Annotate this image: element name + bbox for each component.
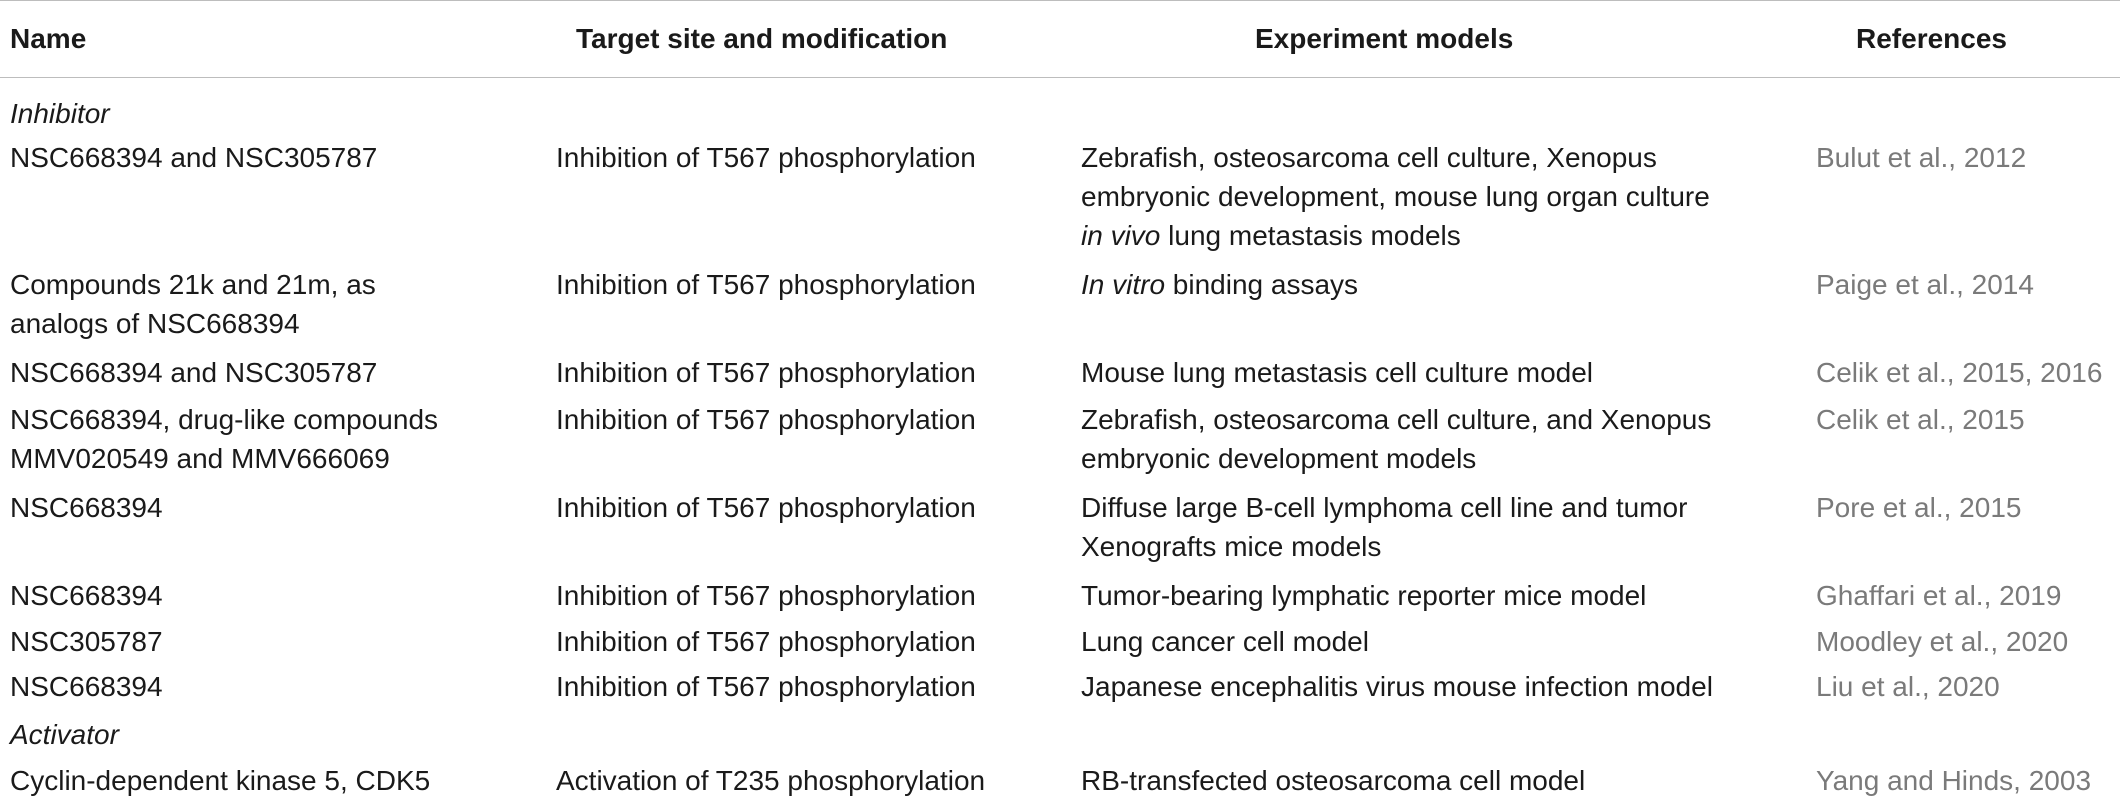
cell-reference[interactable]: Yang and Hinds, 2003 [1816, 765, 2092, 796]
cell-target: Inhibition of T567 phosphorylation [556, 404, 976, 435]
header-references: References [1856, 23, 2007, 54]
italic-term: in vivo [1081, 220, 1161, 251]
cell-name: NSC668394 [10, 488, 530, 527]
cell-models: In vitro binding assays [1081, 265, 1741, 304]
cell-reference[interactable]: Liu et al., 2020 [1816, 671, 2000, 702]
cell-reference[interactable]: Celik et al., 2015, 2016 [1816, 357, 2103, 388]
cell-target: Inhibition of T567 phosphorylation [556, 357, 976, 388]
cell-target: Activation of T235 phosphorylation [556, 765, 986, 796]
cell-models: Mouse lung metastasis cell culture model [1081, 353, 1741, 392]
cell-name: NSC305787 [10, 622, 530, 661]
cell-target: Inhibition of T567 phosphorylation [556, 626, 976, 657]
cell-name: NSC668394, drug-like compounds MMV020549… [10, 400, 530, 478]
cell-reference[interactable]: Moodley et al., 2020 [1816, 626, 2069, 657]
cell-target: Inhibition of T567 phosphorylation [556, 580, 976, 611]
cell-reference[interactable]: Pore et al., 2015 [1816, 492, 2022, 523]
models-text: lung metastasis models [1160, 220, 1461, 251]
cell-models-line: Diffuse large B-cell lymphoma cell line … [1081, 492, 1688, 523]
cell-target: Inhibition of T567 phosphorylation [556, 492, 976, 523]
cell-name: NSC668394 [10, 576, 530, 615]
cell-models-line: Xenografts mice models [1081, 531, 1382, 562]
cell-models-line: Tumor-bearing lymphatic reporter mice mo… [1081, 580, 1647, 611]
cell-reference[interactable]: Bulut et al., 2012 [1816, 142, 2027, 173]
cell-name-line: NSC668394 [10, 580, 163, 611]
cell-name-line: Compounds 21k and 21m, as [10, 269, 376, 300]
cell-target: Inhibition of T567 phosphorylation [556, 269, 976, 300]
cell-name: NSC668394 and NSC305787 [10, 138, 530, 177]
cell-models-line: embryonic development, mouse lung organ … [1081, 181, 1710, 212]
cell-models-line: In vitro binding assays [1081, 265, 1741, 304]
cell-target: Inhibition of T567 phosphorylation [556, 671, 976, 702]
cell-models-line: Japanese encephalitis virus mouse infect… [1081, 671, 1713, 702]
cell-name-line: analogs of NSC668394 [10, 308, 300, 339]
cell-name-line: NSC668394 [10, 671, 163, 702]
header-target: Target site and modification [576, 23, 948, 54]
cell-name-line: NSC305787 [10, 626, 163, 657]
cell-name: Cyclin-dependent kinase 5, CDK5 [10, 761, 530, 800]
cell-reference[interactable]: Paige et al., 2014 [1816, 269, 2034, 300]
cell-models-line: in vivo lung metastasis models [1081, 216, 1741, 255]
models-text: binding assays [1165, 269, 1359, 300]
cell-models: Zebrafish, osteosarcoma cell culture, an… [1081, 400, 1741, 478]
cell-name-line: NSC668394 and NSC305787 [10, 142, 378, 173]
cell-name: NSC668394 and NSC305787 [10, 353, 530, 392]
cell-models: Lung cancer cell model [1081, 622, 1741, 661]
cell-models-line: Mouse lung metastasis cell culture model [1081, 357, 1594, 388]
cell-name: Compounds 21k and 21m, as analogs of NSC… [10, 265, 530, 343]
cell-target: Inhibition of T567 phosphorylation [556, 142, 976, 173]
cell-models-line: Zebrafish, osteosarcoma cell culture, an… [1081, 404, 1712, 435]
section-label-inhibitor: Inhibitor [10, 98, 110, 129]
header-models: Experiment models [1255, 23, 1514, 54]
section-label-activator: Activator [10, 719, 119, 750]
cell-name-line: MMV020549 and MMV666069 [10, 443, 390, 474]
cell-models: RB-transfected osteosarcoma cell model [1081, 761, 1741, 800]
cell-reference[interactable]: Ghaffari et al., 2019 [1816, 580, 2062, 611]
cell-models: Zebrafish, osteosarcoma cell culture, Xe… [1081, 138, 1741, 255]
cell-name: NSC668394 [10, 667, 530, 706]
cell-models-line: Zebrafish, osteosarcoma cell culture, Xe… [1081, 142, 1657, 173]
cell-name-line: NSC668394, drug-like compounds [10, 404, 439, 435]
table-header: Name Target site and modification Experi… [0, 0, 2120, 78]
cell-name-line: NSC668394 [10, 492, 163, 523]
cell-name-line: NSC668394 and NSC305787 [10, 357, 378, 388]
cell-models: Tumor-bearing lymphatic reporter mice mo… [1081, 576, 1741, 615]
cell-reference[interactable]: Celik et al., 2015 [1816, 404, 2025, 435]
header-name: Name [10, 23, 87, 54]
cell-models: Diffuse large B-cell lymphoma cell line … [1081, 488, 1741, 566]
cell-models-line: Lung cancer cell model [1081, 626, 1369, 657]
italic-term: In vitro [1081, 269, 1166, 300]
cell-models-line: embryonic development models [1081, 443, 1477, 474]
cell-models-line: RB-transfected osteosarcoma cell model [1081, 765, 1586, 796]
cell-name-line: Cyclin-dependent kinase 5, CDK5 [10, 765, 431, 796]
cell-models: Japanese encephalitis virus mouse infect… [1081, 667, 1741, 706]
